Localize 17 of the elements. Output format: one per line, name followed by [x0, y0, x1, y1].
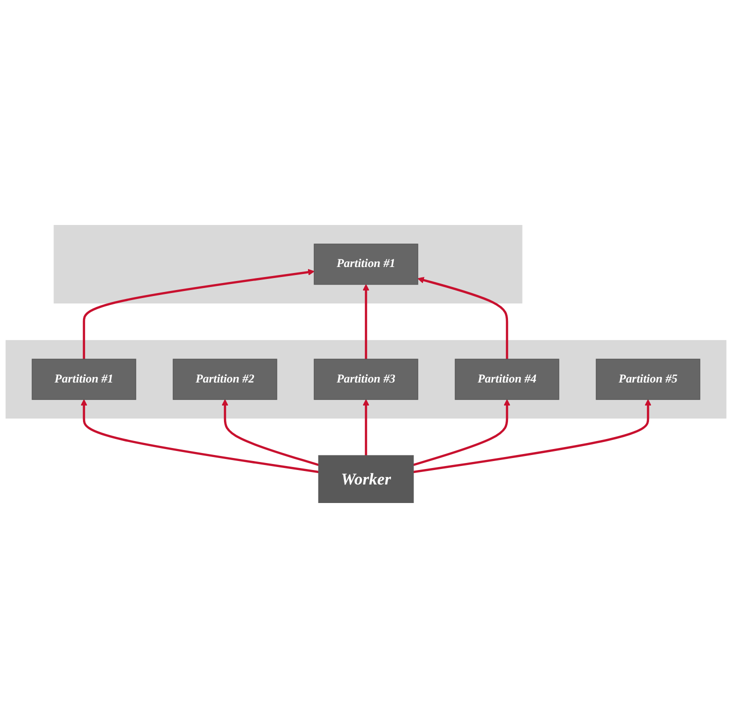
arrow: [418, 276, 508, 360]
arrow: [362, 284, 370, 360]
arrow: [222, 399, 319, 466]
cluster: [6, 340, 726, 419]
cluster: [54, 225, 522, 304]
arrow: [362, 399, 370, 456]
node-box: Partition #2: [172, 358, 278, 400]
arrow: [413, 399, 652, 474]
arrow: [82, 268, 314, 360]
node-box: Partition #3: [314, 358, 418, 400]
node-box: Partition #1: [32, 358, 136, 400]
node-box: Worker: [318, 455, 414, 503]
arrow: [80, 399, 319, 474]
arrow: [413, 399, 510, 466]
node-box: Partition #4: [454, 358, 560, 400]
node-box: Partition #1: [314, 244, 418, 285]
node-box: Partition #5: [596, 358, 700, 400]
